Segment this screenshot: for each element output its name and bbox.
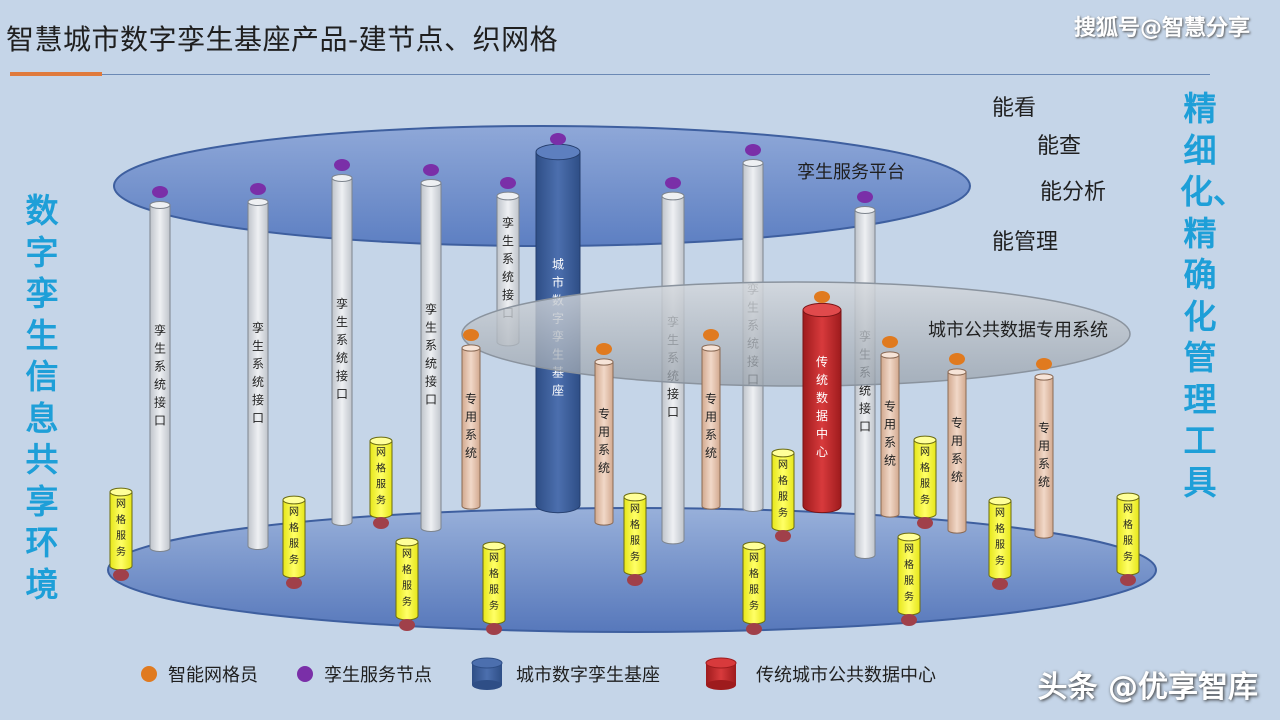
title-accent-bar [10,72,102,76]
dedicated-system-pillar: 专用系统 [1034,358,1054,539]
twin-interface-pillar: 孪生系统接口 [247,183,269,550]
twin-node-dot [500,177,516,189]
grid-member-dot [596,343,612,355]
legend: 智能网格员 孪生服务节点 城市数字孪生基座 传统城市公共数据中心 [141,657,936,690]
grid-anchor-dot [373,517,389,529]
grid-anchor-dot [113,569,129,581]
legend-grid-member-icon [141,666,157,682]
grid-service-pillar: 网格服务 [988,496,1012,590]
twin-node-dot [857,191,873,203]
legend-data-center-label: 传统城市公共数据中心 [756,665,936,686]
grid-member-dot [814,291,830,303]
grid-anchor-dot [992,578,1008,590]
title-underline [102,74,1210,75]
grid-member-dot [1036,358,1052,370]
data-center-pillar: 传统数据中心 [802,291,842,514]
grid-member-dot [703,329,719,341]
grid-service-pillar: 网格服务 [1116,492,1140,586]
pillar-label: 孪生系统接口 [336,296,348,401]
twin-interface-pillar: 孪生系统接口 [420,164,442,532]
legend-twin-node-icon [297,666,313,682]
twin-node-dot [550,133,566,145]
twin-node-dot [152,186,168,198]
legend-data-center-icon [705,657,737,690]
pillar-label: 专用系统 [598,406,610,475]
grid-anchor-dot [1120,574,1136,586]
dedicated-system-pillar: 专用系统 [880,336,900,518]
middle-plane-label: 城市公共数据专用系统 [928,320,1108,341]
grid-member-dot [949,353,965,365]
grid-anchor-dot [399,619,415,631]
grid-service-pillar: 网格服务 [482,541,506,635]
footer-brand: 头条 @优享智库 [1037,670,1258,705]
pillar-label: 专用系统 [465,391,477,460]
twin-node-dot [665,177,681,189]
grid-anchor-dot [286,577,302,589]
pillar-label: 网格服务 [1123,503,1133,563]
grid-anchor-dot [775,530,791,542]
dedicated-system-pillar: 专用系统 [701,329,721,510]
watermark: 搜狐号@智慧分享 [1073,16,1250,41]
twin-node-dot [745,144,761,156]
twin-node-dot [334,159,350,171]
pillar-label: 网格服务 [778,459,788,519]
grid-member-dot [463,329,479,341]
page-title: 智慧城市数字孪生基座产品-建节点、织网格 [6,23,559,56]
ability-manage: 能管理 [992,230,1059,255]
grid-service-pillar: 网格服务 [109,487,133,581]
grid-anchor-dot [486,623,502,635]
pillar-label: 网格服务 [630,503,640,563]
pillar-label: 网格服务 [749,552,759,612]
grid-anchor-dot [901,614,917,626]
legend-twin-node-label: 孪生服务节点 [324,665,432,686]
grid-service-pillar: 网格服务 [913,435,937,529]
pillar-label: 专用系统 [705,391,717,460]
twin-interface-pillar: 孪生系统接口 [149,186,171,552]
dedicated-system-pillar: 专用系统 [947,353,967,534]
legend-twin-base-icon [471,657,503,690]
left-caption: 数字孪生信息共享环境 [25,191,59,604]
pillar-label: 孪生系统接口 [252,320,264,425]
pillar-label: 网格服务 [289,506,299,566]
dedicated-system-pillar: 专用系统 [594,343,614,526]
twin-node-dot [423,164,439,176]
pillar-label: 传统数据中心 [816,354,828,459]
ability-see: 能看 [992,96,1037,121]
grid-service-pillar: 网格服务 [395,537,419,631]
pillar-label: 网格服务 [489,552,499,612]
pillar-label: 网格服务 [376,447,386,507]
dedicated-system-pillar: 专用系统 [461,329,481,510]
legend-twin-base-label: 城市数字孪生基座 [516,665,660,686]
top-plane-label: 孪生服务平台 [797,162,905,183]
grid-service-pillar: 网格服务 [623,492,647,586]
pillar-label: 专用系统 [1038,420,1050,489]
pillar-label: 网格服务 [904,543,914,603]
twin-node-dot [250,183,266,195]
grid-service-pillar: 网格服务 [742,541,766,635]
grid-service-pillar: 网格服务 [369,436,393,529]
grid-member-dot [882,336,898,348]
ability-query: 能查 [1037,134,1082,159]
grid-anchor-dot [627,574,643,586]
pillar-label: 孪生系统接口 [425,302,437,407]
legend-grid-member-label: 智能网格员 [168,665,258,686]
grid-service-pillar: 网格服务 [897,532,921,626]
twin-interface-pillar: 孪生系统接口 [331,159,353,526]
pillar-label: 专用系统 [884,399,896,468]
ability-analyze: 能分析 [1040,180,1107,205]
pillar-label: 网格服务 [995,507,1005,567]
grid-service-pillar: 网格服务 [771,448,795,542]
grid-service-pillar: 网格服务 [282,495,306,589]
pillar-label: 网格服务 [920,446,930,506]
pillar-label: 孪生系统接口 [154,323,166,428]
pillar-label: 网格服务 [116,498,126,558]
grid-anchor-dot [917,517,933,529]
pillar-label: 专用系统 [951,415,963,484]
pillar-label: 网格服务 [402,548,412,608]
grid-anchor-dot [746,623,762,635]
